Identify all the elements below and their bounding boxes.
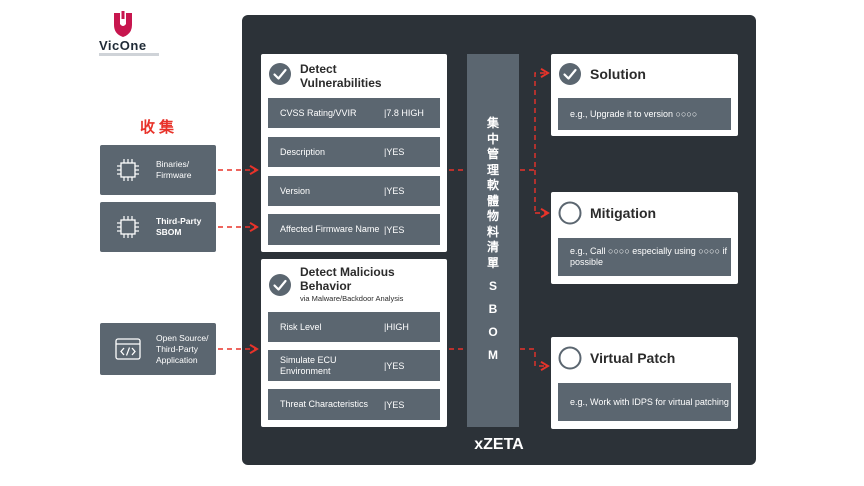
card-title: Detect Malicious	[300, 265, 395, 279]
input-binaries-firmware: Binaries/ Firmware	[100, 145, 216, 195]
sbom-char: 軟	[486, 178, 499, 192]
vuln-row-version: Version |YES	[268, 176, 440, 206]
sbom-char: 理	[486, 162, 499, 177]
check-circle-icon	[559, 63, 581, 85]
sbom-column: 集 中 管 理 軟 體 物 料 清 單 S B O M	[467, 54, 519, 427]
mal-row-threat-characteristics: Threat Characteristics |YES	[268, 389, 440, 420]
response-solution-card: Solution e.g., Upgrade it to version ○○○…	[551, 54, 738, 136]
row-key: CVSS Rating/VVIR	[280, 107, 357, 118]
check-circle-icon	[269, 274, 291, 296]
input-label-line: Open Source/	[156, 332, 209, 343]
sbom-letter: B	[488, 302, 498, 316]
input-open-source-app: Open Source/ Third-Party Application	[100, 323, 216, 375]
brand-name: VicOne	[99, 38, 147, 53]
row-value: |YES	[384, 399, 405, 410]
sbom-char: 管	[486, 147, 499, 161]
input-label-line: Binaries/	[156, 159, 190, 169]
check-circle-icon	[269, 63, 291, 85]
empty-circle-icon	[558, 201, 582, 225]
card-title: Detect	[300, 62, 337, 76]
chip-icon	[117, 159, 139, 181]
vuln-row-affected-firmware: Affected Firmware Name |YES	[268, 214, 440, 245]
mal-row-risk-level: Risk Level |HIGH	[268, 312, 440, 342]
chip-icon	[117, 216, 139, 238]
input-label-line: Third-Party	[156, 216, 202, 226]
response-virtual-patch-card: Virtual Patch e.g., Work with IDPS for v…	[551, 337, 738, 429]
brand-tagline	[99, 53, 159, 56]
sbom-char: 體	[486, 193, 499, 208]
sbom-letter: O	[488, 325, 498, 339]
sbom-letter: S	[488, 279, 497, 293]
response-example: e.g., Work with IDPS for virtual patchin…	[558, 383, 731, 421]
sbom-char: 物	[486, 209, 499, 223]
row-value: |HIGH	[384, 322, 409, 332]
sbom-char: 清	[486, 240, 499, 254]
input-label-line: SBOM	[156, 227, 182, 237]
mal-row-simulate-ecu: Simulate ECU Environment |YES	[268, 350, 440, 381]
input-third-party-sbom: Third-Party SBOM	[100, 202, 216, 252]
sbom-char: 單	[486, 255, 499, 270]
response-example: e.g., Call ○○○○ especially using ○○○○ if…	[558, 238, 731, 276]
sbom-char: 集	[486, 116, 499, 130]
row-value: |7.8 HIGH	[384, 108, 424, 118]
collect-label: 收集	[140, 119, 179, 136]
vuln-row-description: Description |YES	[268, 137, 440, 167]
row-key: Affected Firmware Name	[280, 224, 380, 234]
input-label-line: Firmware	[156, 170, 192, 180]
detect-vulnerabilities-card: Detect Vulnerabilities CVSS Rating/VVIR …	[261, 54, 447, 252]
response-title: Mitigation	[590, 205, 657, 221]
card-title: Vulnerabilities	[300, 76, 382, 90]
card-title: Behavior	[300, 279, 352, 293]
input-label-line: Third-Party	[156, 343, 199, 354]
empty-circle-icon	[558, 346, 582, 370]
response-example: e.g., Upgrade it to version ○○○○	[558, 98, 731, 130]
response-title: Virtual Patch	[590, 350, 676, 366]
row-key: Simulate ECU Environment	[280, 354, 337, 376]
sbom-letter: M	[488, 348, 498, 362]
row-key: Description	[280, 146, 326, 157]
response-title: Solution	[590, 66, 646, 82]
xzeta-label: xZETA	[474, 436, 524, 453]
row-key: Risk Level	[280, 321, 322, 332]
vicone-shield-icon	[114, 10, 132, 37]
card-subtitle: via Malware/Backdoor Analysis	[300, 294, 404, 303]
row-key: Version	[280, 185, 311, 196]
row-value: |YES	[384, 186, 405, 196]
sbom-char: 料	[486, 224, 499, 239]
row-value: |YES	[384, 224, 405, 235]
sbom-char: 中	[486, 131, 499, 146]
code-window-icon	[115, 338, 141, 360]
row-key: Threat Characteristics	[280, 399, 369, 409]
vuln-row-cvss: CVSS Rating/VVIR |7.8 HIGH	[268, 98, 440, 128]
input-label-line: Application	[156, 354, 198, 365]
detect-malicious-card: Detect Malicious Behavior via Malware/Ba…	[261, 259, 447, 427]
response-mitigation-card: Mitigation e.g., Call ○○○○ especially us…	[551, 192, 738, 284]
row-value: |YES	[384, 360, 405, 371]
row-value: |YES	[384, 147, 405, 157]
